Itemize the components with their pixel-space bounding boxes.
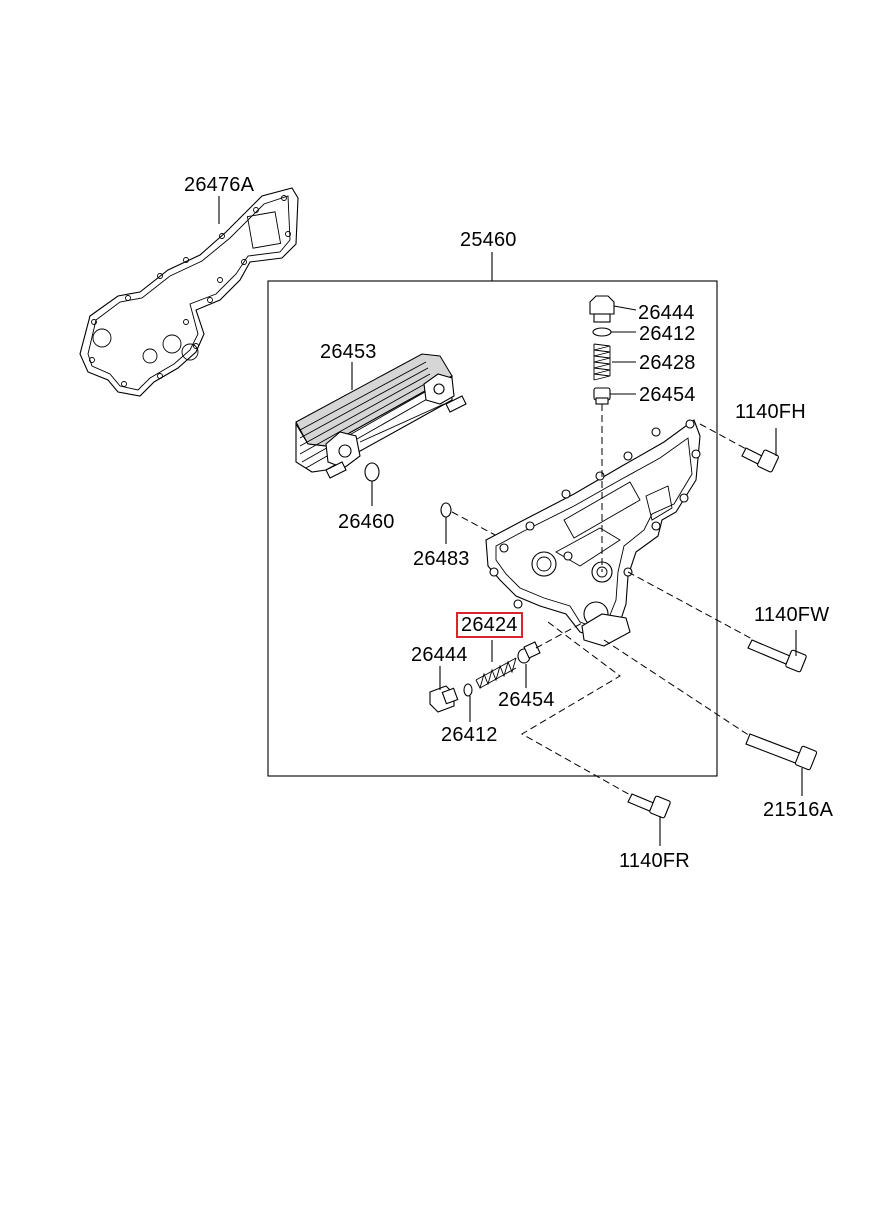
spring-bottom-26424[interactable] [475,657,517,690]
label-26476a[interactable]: 26476A [184,174,255,196]
label-1140fr[interactable]: 1140FR [619,850,690,872]
label-26454-top[interactable]: 26454 [639,384,696,406]
label-25460[interactable]: 25460 [460,229,517,251]
label-21516a[interactable]: 21516A [763,799,834,821]
label-26444-top[interactable]: 26444 [638,302,695,324]
bolt-1140fr[interactable] [627,793,671,819]
label-26454-bottom[interactable]: 26454 [498,689,555,711]
gasket-bottom-26412[interactable] [463,683,473,697]
oring-26483[interactable] [440,502,452,518]
label-1140fh[interactable]: 1140FH [735,401,806,423]
label-1140fw[interactable]: 1140FW [754,604,830,626]
valve-top-26454[interactable] [593,387,611,405]
label-26424-highlighted[interactable]: 26424 [456,612,523,638]
label-26460[interactable]: 26460 [338,511,395,533]
oil-cooler-26453[interactable] [295,353,467,479]
spring-top-26428[interactable] [593,343,611,381]
dash-1140fr [521,621,633,797]
label-26483[interactable]: 26483 [413,548,470,570]
plug-bottom-26444[interactable] [429,685,459,713]
valve-bottom-26454[interactable] [517,641,541,664]
dash-21516a [603,639,751,737]
label-26412-top[interactable]: 26412 [639,323,696,345]
leader-26444-top [613,305,637,311]
bolt-21516a[interactable] [745,733,818,771]
label-26428-top[interactable]: 26428 [639,352,696,374]
plug-top-26444[interactable] [589,295,615,323]
bolt-1140fw[interactable] [747,639,807,673]
gasket-26476a[interactable] [79,187,299,397]
dash-bottom-valve [535,621,585,649]
oring-26460[interactable] [364,462,380,482]
dash-1140fw [627,571,755,641]
gasket-top-26412[interactable] [592,327,612,337]
cooler-axis-line [359,403,445,443]
label-26453[interactable]: 26453 [320,341,377,363]
label-26444-bottom[interactable]: 26444 [411,644,468,666]
oil-filter-housing[interactable] [485,419,701,647]
dash-1140fh [699,423,749,451]
label-26412-bottom[interactable]: 26412 [441,724,498,746]
bolt-1140fh[interactable] [741,447,779,473]
